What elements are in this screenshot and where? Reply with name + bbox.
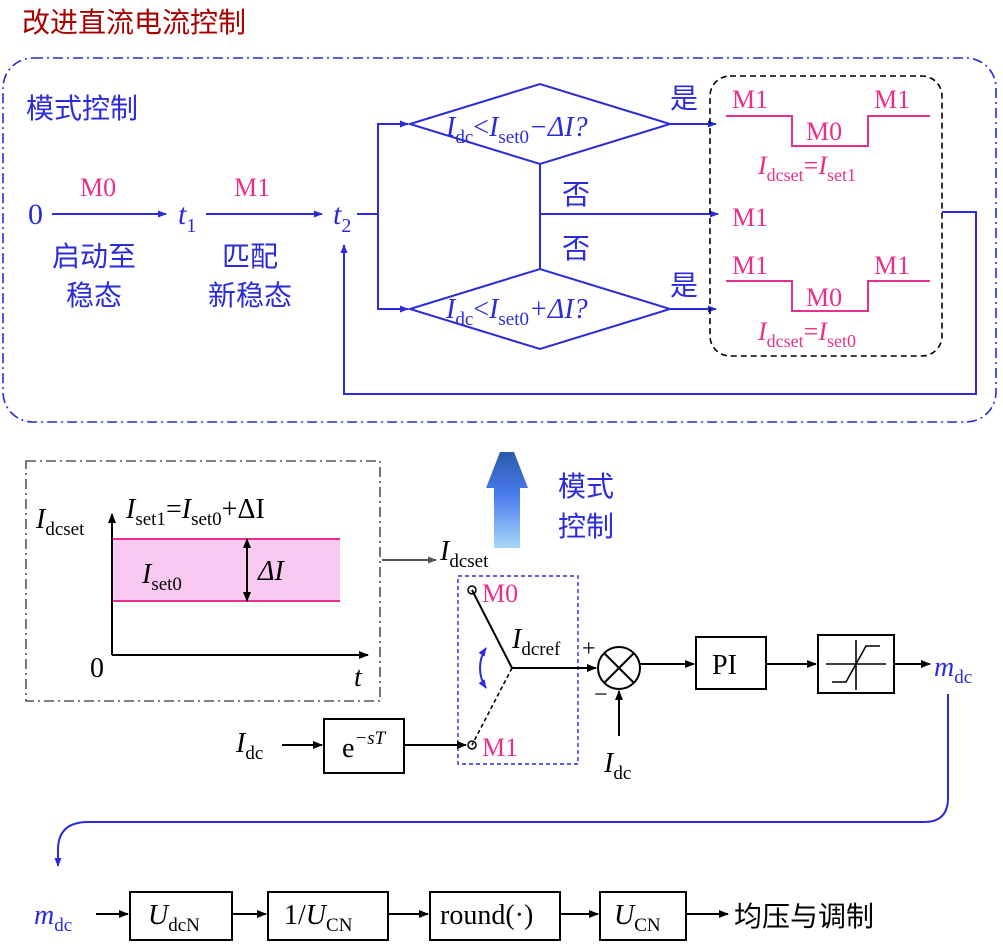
no-label-1: 否 — [562, 178, 590, 211]
svg-text:Idcset=Iset0: Idcset=Iset0 — [757, 317, 856, 351]
seq-match-label-1: 匹配 — [222, 240, 278, 273]
mode-control-panel: 模式控制 0 M0 启动至 稳态 t1 M1 匹配 新稳态 t2 Idc<Ise… — [2, 57, 997, 423]
block-round — [429, 891, 561, 941]
seq-match-label-2: 新稳态 — [208, 279, 292, 312]
delay-label: e−sT — [342, 728, 387, 764]
plot-x-label: t — [354, 662, 363, 693]
chain-mdc-label: mdc — [34, 900, 72, 936]
idcref-label: Idcref — [511, 624, 561, 660]
mdc-connector — [54, 694, 949, 867]
mode-control-arrow: 模式 控制 — [486, 452, 614, 548]
seq-t2: t2 — [333, 198, 351, 237]
decision-top-text: Idc<Iset0−ΔI? — [445, 112, 588, 148]
svg-text:UCN: UCN — [614, 900, 661, 936]
switch-m0-label: M0 — [482, 579, 518, 608]
result-mid-m1: M1 — [732, 203, 768, 232]
seq-start-zero: 0 — [28, 198, 43, 231]
seq-m0-label: M0 — [80, 173, 116, 202]
block-inv-ucn — [267, 891, 389, 941]
limiter-block — [817, 634, 895, 694]
block-udcn — [129, 891, 233, 941]
setpoint-band — [112, 539, 340, 601]
feedback-loop — [340, 211, 977, 395]
chain-output-label: 均压与调制 — [734, 900, 874, 933]
idc-input-label: Idc — [235, 728, 263, 764]
svg-text:1/UCN: 1/UCN — [284, 900, 353, 936]
svg-text:M0: M0 — [806, 283, 842, 312]
seq-startup-label-2: 稳态 — [66, 279, 122, 312]
result-top-waveform: M1 M1 M0 Idcset=Iset1 — [726, 85, 930, 185]
plot-equation: Iset1=Iset0+ΔI — [125, 494, 265, 530]
result-box — [709, 75, 943, 357]
no-label-2: 否 — [562, 232, 590, 265]
svg-text:控制: 控制 — [558, 510, 614, 543]
idc-feedback-label: Idc — [603, 748, 631, 784]
seq-startup-label-1: 启动至 — [52, 240, 136, 273]
svg-text:Idcset=Iset1: Idcset=Iset1 — [757, 151, 856, 185]
result-bottom-waveform: M1 M1 M0 Idcset=Iset0 — [726, 251, 930, 351]
band-label: Iset0 — [141, 559, 182, 595]
mdc-output-label: mdc — [934, 652, 972, 688]
svg-text:M0: M0 — [806, 117, 842, 146]
block-ucn — [599, 891, 687, 941]
sum-plus: + — [582, 636, 596, 662]
seq-m1-label: M1 — [234, 173, 270, 202]
delay-block — [323, 718, 405, 774]
seq-t1: t1 — [178, 198, 196, 237]
svg-text:M1: M1 — [732, 251, 768, 280]
svg-text:M1: M1 — [874, 251, 910, 280]
pi-block — [695, 636, 767, 690]
yes-label-top: 是 — [670, 82, 698, 115]
diagram-title: 改进直流电流控制 — [22, 6, 246, 39]
setpoint-plot: Idcset Iset1=Iset0+ΔI Iset0 ΔI 0 t — [25, 460, 381, 702]
svg-text:M1: M1 — [874, 85, 910, 114]
plot-y-label: Idcset — [35, 504, 85, 540]
mode-control-label: 模式控制 — [26, 92, 138, 125]
sum-minus: − — [594, 682, 608, 708]
delta-label: ΔI — [257, 556, 285, 587]
idcset-label: Idcset — [439, 536, 489, 572]
decision-bottom-text: Idc<Iset0+ΔI? — [445, 294, 588, 330]
svg-text:round(·): round(·) — [440, 900, 533, 931]
switch-m1-label: M1 — [482, 733, 518, 762]
yes-label-bottom: 是 — [670, 269, 698, 302]
svg-text:UdcN: UdcN — [148, 900, 200, 936]
svg-text:M1: M1 — [732, 85, 768, 114]
mode-switch: M0 M1 Idcref — [457, 575, 579, 765]
normalization-chain: mdc UdcN 1/UCN round(·) UCN 均压与调制 — [34, 891, 874, 941]
pi-label: PI — [712, 650, 737, 681]
plot-origin: 0 — [90, 653, 104, 684]
svg-text:模式: 模式 — [558, 470, 614, 503]
